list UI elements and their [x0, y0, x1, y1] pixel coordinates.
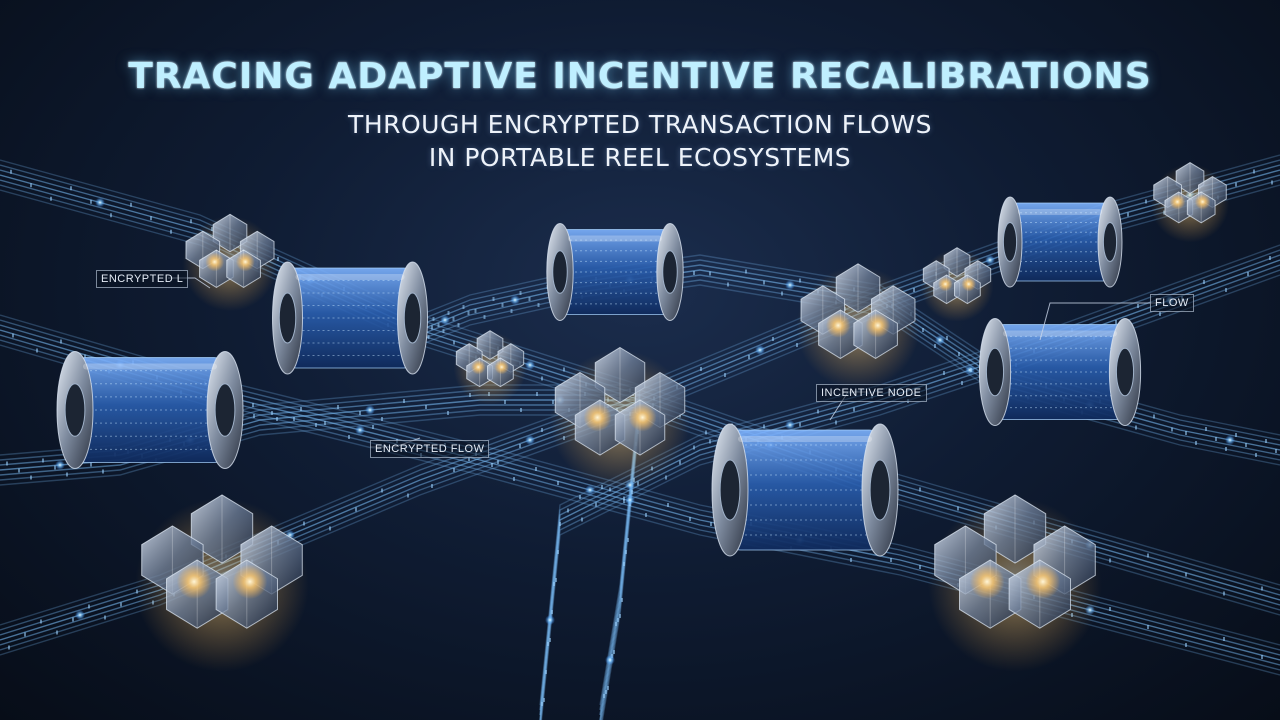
page-title: TRACING ADAPTIVE INCENTIVE RECALIBRATION… — [128, 56, 1152, 97]
node-upper-left — [182, 213, 278, 312]
node-lower-right — [928, 494, 1102, 672]
crystal-nodes — [135, 162, 1230, 672]
subtitle-line-1: THROUGH ENCRYPTED TRANSACTION FLOWS — [348, 110, 932, 139]
label-encrypted-flow: ENCRYPTED FLOW — [370, 440, 490, 458]
label-incentive-node: INCENTIVE NODE — [816, 384, 927, 402]
node-upper-center — [796, 263, 920, 390]
subtitle-line-2: IN PORTABLE REEL ECOSYSTEMS — [428, 143, 852, 172]
node-lower-left — [135, 494, 309, 672]
reel-top-center — [546, 223, 684, 321]
label-flow: FLOW — [1150, 294, 1194, 312]
reel-right — [978, 318, 1142, 426]
node-center — [550, 346, 690, 490]
node-upper-right — [920, 247, 994, 322]
reel-upper-left — [272, 261, 428, 375]
reel-center — [711, 423, 899, 557]
node-mid-left — [453, 330, 527, 405]
node-top-right — [1150, 162, 1230, 243]
label-encrypted-l: ENCRYPTED L — [96, 270, 189, 288]
reels — [56, 196, 1142, 557]
reel-top-right — [997, 196, 1123, 288]
reel-left — [56, 351, 244, 469]
